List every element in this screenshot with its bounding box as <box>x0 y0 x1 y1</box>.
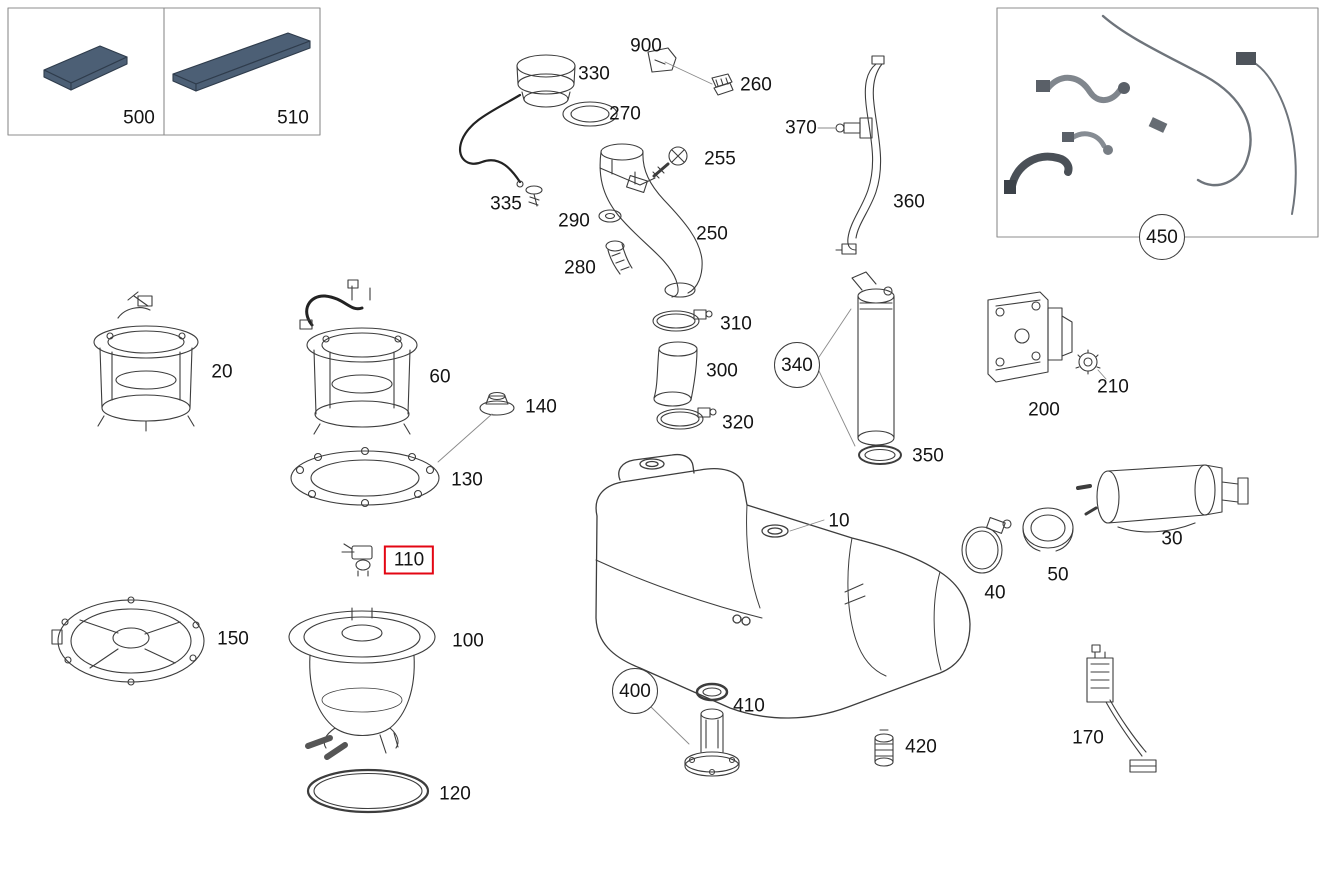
part-50-sleeve <box>1022 507 1074 552</box>
callout-340[interactable]: 340 <box>774 342 820 388</box>
callout-50[interactable]: 50 <box>1047 564 1069 586</box>
part-140-nut <box>479 391 515 416</box>
callout-400[interactable]: 400 <box>612 668 658 714</box>
part-130-locking-ring <box>290 446 440 508</box>
callout-900[interactable]: 900 <box>630 35 662 57</box>
callout-370[interactable]: 370 <box>785 117 817 139</box>
part-510-strip <box>172 32 311 92</box>
part-200-bracket <box>987 291 1073 383</box>
part-255-screw <box>652 146 688 179</box>
part-100-sender-unit <box>288 607 436 760</box>
part-60-pump-assembly <box>299 279 418 435</box>
callout-510[interactable]: 510 <box>277 107 309 129</box>
part-350-seal-ring <box>858 445 902 465</box>
part-10-fuel-tank <box>595 453 971 719</box>
part-290-washer <box>598 209 622 223</box>
part-20-pump-assembly <box>93 291 199 432</box>
part-370-clamp <box>835 117 873 139</box>
callout-140[interactable]: 140 <box>525 396 557 418</box>
callout-170[interactable]: 170 <box>1072 727 1104 749</box>
part-310-clamp <box>652 309 713 332</box>
part-110-valve <box>341 543 373 577</box>
callout-20[interactable]: 20 <box>211 361 233 383</box>
part-210-nut <box>1075 349 1101 375</box>
callout-360[interactable]: 360 <box>893 191 925 213</box>
part-30-fuel-pump <box>1076 464 1249 533</box>
callout-420[interactable]: 420 <box>905 736 937 758</box>
callout-280[interactable]: 280 <box>564 257 596 279</box>
part-280-bolt <box>605 240 633 275</box>
part-150-cover <box>51 596 205 686</box>
callout-30[interactable]: 30 <box>1161 528 1183 550</box>
callout-300[interactable]: 300 <box>706 360 738 382</box>
part-270-seal-ring <box>562 101 618 127</box>
part-250-filler-neck <box>599 143 703 298</box>
callout-270[interactable]: 270 <box>609 103 641 125</box>
part-335-tether-pin <box>525 185 543 207</box>
part-410-seal <box>695 682 729 702</box>
part-260-grommet <box>711 73 734 96</box>
part-420-fitting <box>874 729 894 767</box>
part-340-vent-pipe <box>851 271 895 446</box>
callout-10[interactable]: 10 <box>828 510 850 532</box>
part-40-clamp <box>961 517 1012 574</box>
part-120-seal-ring <box>306 768 430 814</box>
part-500-pad <box>43 45 128 91</box>
part-900-bracket <box>647 47 677 73</box>
part-360-fuel-line <box>835 55 885 255</box>
callout-210[interactable]: 210 <box>1097 376 1129 398</box>
callout-40[interactable]: 40 <box>984 582 1006 604</box>
callout-200[interactable]: 200 <box>1028 399 1060 421</box>
part-450-hose-set <box>1004 14 1297 215</box>
callout-250[interactable]: 250 <box>696 223 728 245</box>
callout-255[interactable]: 255 <box>704 148 736 170</box>
part-320-clamp <box>656 407 717 430</box>
callout-310[interactable]: 310 <box>720 313 752 335</box>
callout-410[interactable]: 410 <box>733 695 765 717</box>
callout-500[interactable]: 500 <box>123 107 155 129</box>
part-170-level-sensor <box>1086 644 1157 773</box>
part-300-hose <box>653 341 698 407</box>
callout-290[interactable]: 290 <box>558 210 590 232</box>
callout-110-highlighted[interactable]: 110 <box>383 545 435 575</box>
callout-100[interactable]: 100 <box>452 630 484 652</box>
callout-260[interactable]: 260 <box>740 74 772 96</box>
callout-350[interactable]: 350 <box>912 445 944 467</box>
callout-335[interactable]: 335 <box>490 193 522 215</box>
callout-130[interactable]: 130 <box>451 469 483 491</box>
callout-150[interactable]: 150 <box>217 628 249 650</box>
part-330-fuel-cap <box>459 54 576 188</box>
part-400-mount <box>684 708 740 777</box>
leader-lines <box>437 61 1107 745</box>
callout-330[interactable]: 330 <box>578 63 610 85</box>
callout-120[interactable]: 120 <box>439 783 471 805</box>
callout-60[interactable]: 60 <box>429 366 451 388</box>
callout-450[interactable]: 450 <box>1139 214 1185 260</box>
callout-320[interactable]: 320 <box>722 412 754 434</box>
inset-box-pads <box>7 7 321 136</box>
